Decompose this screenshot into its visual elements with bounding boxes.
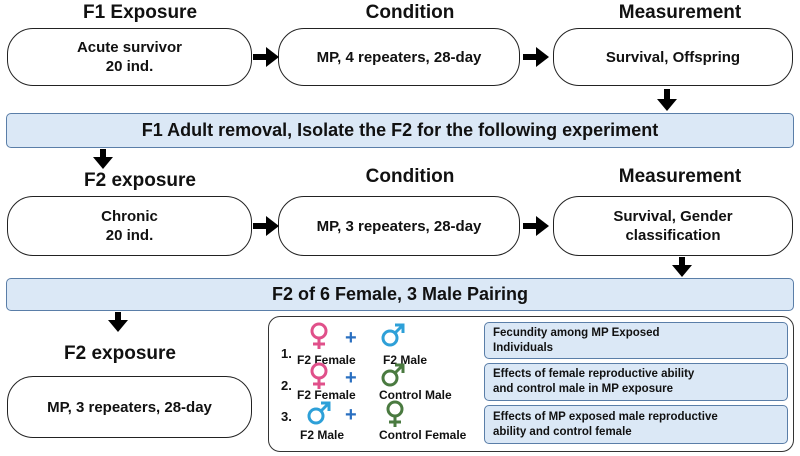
box-chronic: Chronic 20 ind. bbox=[7, 196, 252, 256]
pair-left-label: F2 Female bbox=[297, 388, 356, 402]
plus-icon: + bbox=[345, 404, 357, 426]
band-f1-adult-removal: F1 Adult removal, Isolate the F2 for the… bbox=[6, 113, 794, 148]
header-condition-1: Condition bbox=[365, 2, 455, 23]
header-f1-exposure: F1 Exposure bbox=[82, 2, 198, 23]
pair-left-label: F2 Female bbox=[297, 353, 356, 367]
arrow-down-icon bbox=[93, 149, 113, 169]
pair-right-label: Control Male bbox=[379, 388, 452, 402]
pair-number: 1. bbox=[281, 346, 292, 361]
header-f2-exposure-3: F2 exposure bbox=[64, 343, 176, 364]
plus-icon: + bbox=[345, 367, 357, 389]
header-measurement-1: Measurement bbox=[618, 2, 742, 23]
pair-number: 3. bbox=[281, 409, 292, 424]
box-acute-survivor: Acute survivor 20 ind. bbox=[7, 28, 252, 86]
box-condition-1: MP, 4 repeaters, 28-day bbox=[278, 28, 520, 86]
arrow-down-icon bbox=[108, 312, 128, 332]
header-condition-2: Condition bbox=[365, 166, 455, 187]
pair-right-label: Control Female bbox=[379, 428, 467, 442]
box-measurement-1: Survival, Offspring bbox=[553, 28, 793, 86]
female-symbol-green-icon bbox=[386, 400, 404, 427]
effect-box-fecundity: Fecundity among MP Exposed Individuals bbox=[484, 322, 788, 359]
effect-box-female-ability: Effects of female reproductive ability a… bbox=[484, 363, 788, 401]
arrow-down-icon bbox=[657, 89, 677, 111]
pair-number: 2. bbox=[281, 378, 292, 393]
male-symbol-blue-icon bbox=[381, 323, 405, 347]
pair-left-label: F2 Male bbox=[300, 428, 345, 442]
header-measurement-2: Measurement bbox=[618, 166, 742, 187]
male-symbol-green-icon bbox=[381, 363, 405, 387]
box-condition-3: MP, 3 repeaters, 28-day bbox=[7, 376, 252, 438]
arrow-down-icon bbox=[672, 257, 692, 277]
pair-right-label: F2 Male bbox=[383, 353, 428, 367]
female-symbol-pink-icon bbox=[310, 362, 328, 389]
plus-icon: + bbox=[345, 327, 357, 349]
header-f2-exposure: F2 exposure bbox=[84, 170, 196, 191]
arrow-right-icon bbox=[523, 216, 549, 236]
box-condition-2: MP, 3 repeaters, 28-day bbox=[278, 196, 520, 256]
effect-box-male-ability: Effects of MP exposed male reproductive … bbox=[484, 405, 788, 444]
arrow-right-icon bbox=[253, 47, 279, 67]
male-symbol-blue-icon bbox=[307, 401, 331, 425]
female-symbol-pink-icon bbox=[310, 322, 328, 349]
arrow-right-icon bbox=[253, 216, 279, 236]
band-f2-pairing: F2 of 6 Female, 3 Male Pairing bbox=[6, 278, 794, 311]
box-measurement-2: Survival, Gender classification bbox=[553, 196, 793, 256]
arrow-right-icon bbox=[523, 47, 549, 67]
